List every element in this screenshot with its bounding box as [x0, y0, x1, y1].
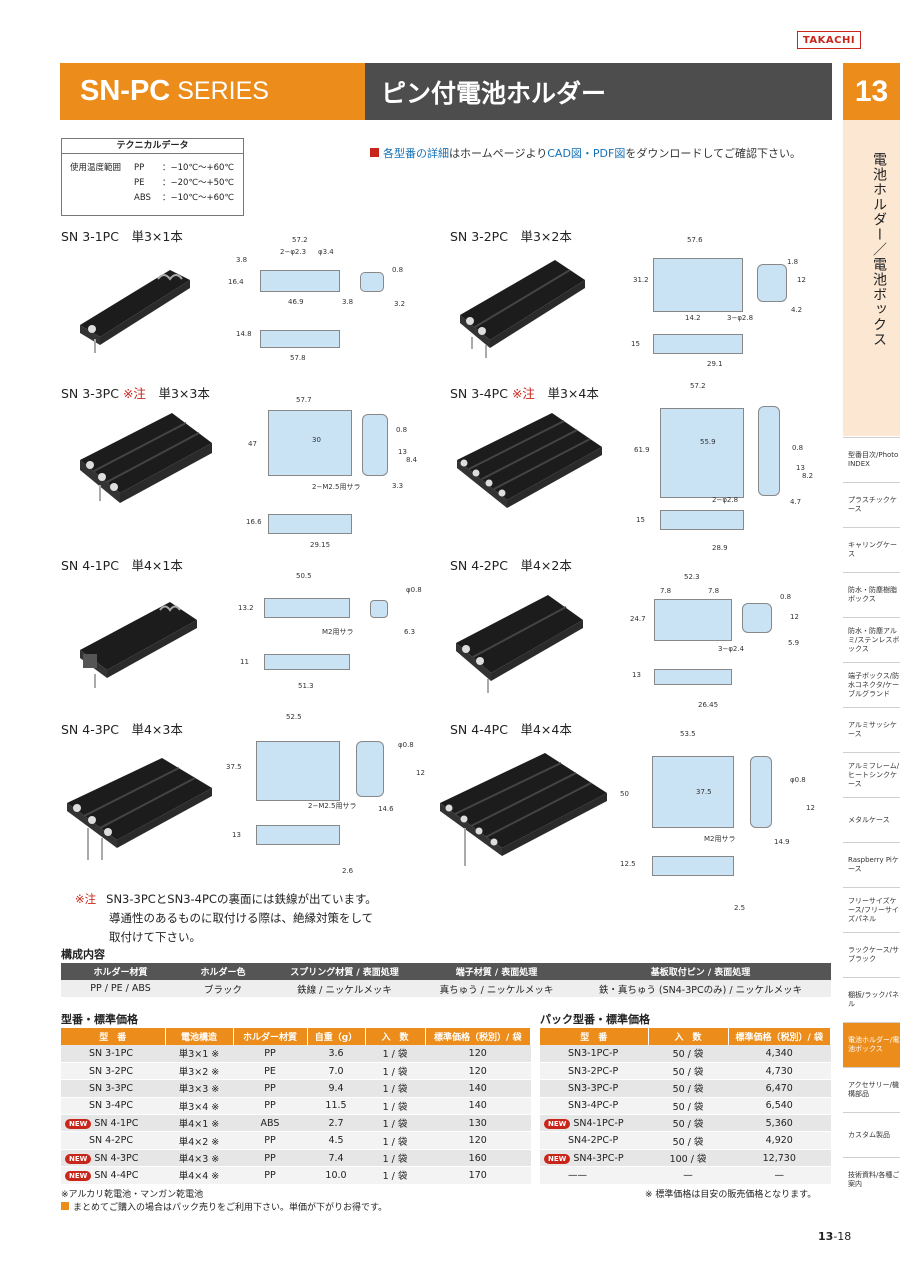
- drawing-sn4-3pc: 52.5 37.5 2−M2.5用サラ φ0.8 12 14.6 13 2.6: [226, 713, 425, 875]
- pack-table-title: パック型番・標準価格: [540, 1013, 650, 1026]
- product-photo-sn4-2pc: [456, 595, 583, 693]
- side-nav-item[interactable]: カスタム製品: [843, 1112, 900, 1157]
- drawing-sn4-4pc: 53.5 50 37.5 M2用サラ φ0.8 12 14.9 12.5 2.5: [620, 730, 815, 912]
- price-table: 型 番 電池構造 ホルダー材質 自重（g） 入 数 標準価格（税別）/ 袋 SN…: [61, 1028, 531, 1185]
- pack-table-row: ————: [540, 1166, 831, 1185]
- price-note: ※ 標準価格は目安の販売価格となります。: [645, 1190, 817, 1200]
- chapter-tab: [843, 120, 900, 436]
- product-label: SN 4-1PC 単4×1本: [61, 558, 183, 573]
- bullet-square-icon: [61, 1202, 69, 1210]
- brand-logo: TAKACHI: [797, 31, 861, 49]
- bullet-square-icon: [370, 148, 379, 157]
- price-table-title: 型番・標準価格: [61, 1013, 138, 1026]
- product-label: SN 3-4PC ※注 単3×4本: [450, 386, 599, 401]
- side-nav-item[interactable]: 防水・防塵樹脂ボックス: [843, 572, 900, 617]
- side-nav-item[interactable]: フリーサイズケース/フリーサイズパネル: [843, 887, 900, 932]
- side-nav-item-active[interactable]: 電池ホルダー/電池ボックス: [843, 1022, 900, 1067]
- temp-range-label: 使用温度範囲: [70, 163, 122, 173]
- side-nav-item[interactable]: 型番目次/Photo INDEX: [843, 437, 900, 482]
- side-nav-item[interactable]: アクセサリー/機構部品: [843, 1067, 900, 1112]
- technical-data-title: テクニカルデータ: [62, 139, 243, 154]
- side-nav-item[interactable]: 棚板/ラックパネル: [843, 977, 900, 1022]
- product-label: SN 3-1PC 単3×1本: [61, 229, 183, 244]
- side-nav-item[interactable]: キャリングケース: [843, 527, 900, 572]
- pack-purchase-note: まとめてご購入の場合はパック売りをご利用下さい。単価が下がりお得です。: [61, 1200, 387, 1213]
- side-nav-item[interactable]: 防水・防塵アルミ/ステンレスボックス: [843, 617, 900, 662]
- product-label: SN 4-2PC 単4×2本: [450, 558, 572, 573]
- series-banner: SN-PC SERIES: [60, 63, 365, 120]
- drawing-sn3-1pc: 57.2 2−φ2.3 φ3.4 3.8 16.4 46.9 3.8 0.8 3…: [228, 236, 406, 362]
- product-label: SN 4-3PC 単4×3本: [61, 722, 183, 737]
- material: PP: [134, 163, 145, 173]
- side-navigation: 型番目次/Photo INDEX プラスチックケース キャリングケース 防水・防…: [843, 437, 900, 1202]
- chapter-number: 13: [843, 63, 900, 120]
- technical-data-box: テクニカルデータ 使用温度範囲 PP ：−10℃〜+60℃ PE ：−20℃〜+50℃…: [61, 138, 244, 216]
- temp-range: ：−10℃〜+60℃: [162, 163, 234, 173]
- product-photo-sn4-1pc: [80, 602, 197, 688]
- drawing-sn4-1pc: 50.5 13.2 M2用サラ φ0.8 6.3 11 51.3: [238, 572, 422, 690]
- side-nav-item[interactable]: 端子ボックス/防水コネクタ/ケーブルグランド: [843, 662, 900, 707]
- composition-title: 構成内容: [61, 948, 105, 961]
- drawing-sn3-2pc: 57.6 31.2 14.2 3−φ2.8 1.8 12 4.2 15 29.1: [631, 236, 806, 368]
- download-notice: 各型番の詳細はホームページよりCAD図・PDF図をダウンロードしてご確認下さい。: [370, 145, 801, 161]
- page-number: 13-18: [818, 1230, 852, 1243]
- new-badge: NEW: [65, 1118, 92, 1129]
- product-photo-sn3-4pc: [457, 413, 602, 508]
- product-label: SN 3-2PC 単3×2本: [450, 229, 572, 244]
- battery-type-note: ※アルカリ乾電池・マンガン乾電池: [61, 1190, 204, 1200]
- side-nav-item[interactable]: ラックケース/サブラック: [843, 932, 900, 977]
- side-nav-item[interactable]: 技術資料/各種ご案内: [843, 1157, 900, 1202]
- side-nav-item[interactable]: Raspberry Piケース: [843, 842, 900, 887]
- page-title: ピン付電池ホルダー: [365, 63, 832, 120]
- side-nav-item[interactable]: アルミフレーム/ヒートシンクケース: [843, 752, 900, 797]
- material: ABS: [134, 193, 151, 203]
- cad-pdf-link[interactable]: CAD図・PDF図: [547, 147, 626, 160]
- product-photo-sn4-4pc: [440, 753, 607, 866]
- new-badge: NEW: [544, 1118, 571, 1129]
- temp-range: ：−20℃〜+50℃: [162, 178, 234, 188]
- temp-range: ：−10℃〜+60℃: [162, 193, 234, 203]
- side-nav-item[interactable]: メタルケース: [843, 797, 900, 842]
- new-badge: NEW: [65, 1153, 92, 1164]
- side-nav-item[interactable]: アルミサッシケース: [843, 707, 900, 752]
- series-suffix: SERIES: [177, 77, 269, 105]
- series-name: SN-PC: [80, 75, 171, 107]
- new-badge: NEW: [544, 1153, 571, 1164]
- product-photo-sn4-3pc: [67, 758, 212, 860]
- drawing-sn3-3pc: 57.7 47 30 2−M2.5用サラ 0.8 13 8.4 3.3 16.6…: [246, 396, 418, 549]
- product-label: SN 3-3PC ※注 単3×3本: [61, 386, 210, 401]
- product-label: SN 4-4PC 単4×4本: [450, 722, 572, 737]
- product-photo-sn3-3pc: [80, 413, 212, 503]
- side-nav-item[interactable]: プラスチックケース: [843, 482, 900, 527]
- composition-table: ホルダー材質 ホルダー色 スプリング材質 / 表面処理 端子材質 / 表面処理 …: [61, 963, 831, 997]
- product-photo-sn3-2pc: [460, 260, 585, 358]
- drawing-sn3-4pc: 57.2 61.9 55.9 2−φ2.8 0.8 13 8.2 4.7 15 …: [634, 382, 814, 552]
- drawing-sn4-2pc: 52.3 7.8 7.8 24.7 3−φ2.4 0.8 12 5.9 13 2…: [630, 573, 800, 709]
- material: PE: [134, 178, 145, 188]
- product-photo-sn3-1pc: [80, 270, 190, 353]
- new-badge: NEW: [65, 1170, 92, 1181]
- chapter-vertical-title: 電池ホルダー／電池ボックス: [871, 152, 887, 347]
